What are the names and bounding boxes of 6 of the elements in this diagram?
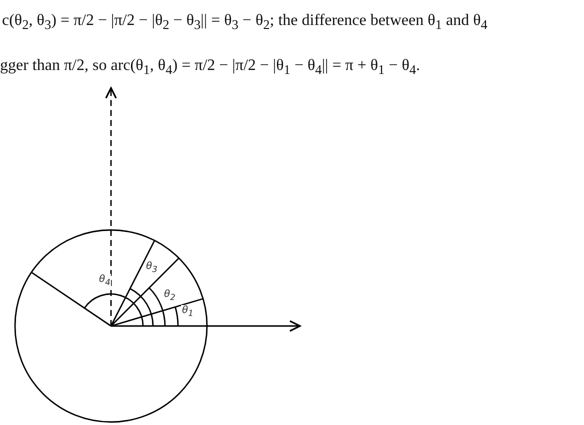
angle-label: θ$_{2}$ <box>163 289 176 302</box>
angle-label: θ$_{1}$ <box>181 305 194 318</box>
formula-text: c(θ$_{2}$, θ$_{3}$) = π/2 − |π/2 − |θ$_{2}$ − θ$_{3}$|| = θ$_{3}$ − θ$_{2}$; the difference between θ$_{1}$ and θ$_{4}$ <box>2 12 488 34</box>
angle-label: θ$_{4}$ <box>98 274 112 287</box>
angle-label: θ$_{3}$ <box>145 261 158 274</box>
formula-text: gger than π/2, so arc(θ$_{1}$, θ$_{4}$) = π/2 − |π/2 − |θ$_{1}$ − θ$_{4}$|| = π + θ$_{1}$ − θ$_{4}$. <box>0 57 420 78</box>
